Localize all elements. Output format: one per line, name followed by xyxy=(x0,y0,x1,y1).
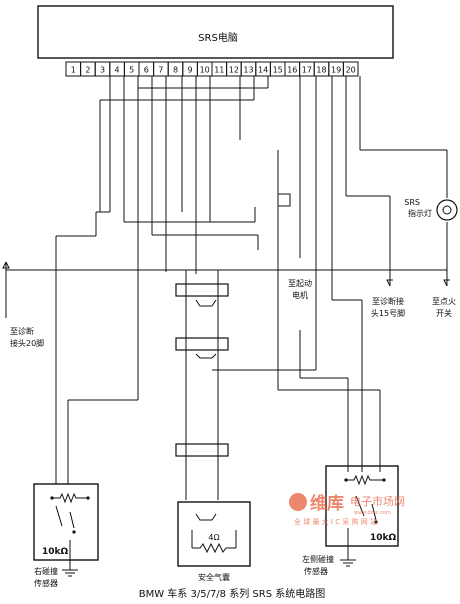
ecu-pin-10: 10 xyxy=(196,61,213,77)
connector-arrows xyxy=(2,261,450,287)
airbag-name: 安全气囊 xyxy=(198,572,230,582)
airbag-resistance: 4Ω xyxy=(208,533,219,542)
ignition-label-2: 开关 xyxy=(436,308,452,318)
ecu-pin-label: 19 xyxy=(331,66,341,75)
ecu-pin-7: 7 xyxy=(153,61,169,77)
ecu-pin-label: 5 xyxy=(129,66,134,75)
ecu-pin-label: 2 xyxy=(85,66,90,75)
ecu-pin-17: 17 xyxy=(299,61,315,77)
marker-square xyxy=(277,193,291,207)
ecu-pin-6: 6 xyxy=(138,61,155,77)
srs-lamp-label-1: SRS xyxy=(404,198,420,207)
airbag-module: 4Ω 安全气囊 xyxy=(177,501,251,582)
ecu-pin-label: 18 xyxy=(316,66,326,75)
ecu-pin-label: 1 xyxy=(71,66,76,75)
ecu-pin-label: 14 xyxy=(258,66,268,75)
right-sensor-label-1: 右碰撞 xyxy=(34,566,58,576)
ecu-pin-1: 1 xyxy=(65,61,82,77)
ecu-pin-3: 3 xyxy=(94,61,111,77)
diag15-label-1: 至诊断接 xyxy=(372,296,404,306)
ecu-pin-8: 8 xyxy=(167,61,184,77)
diag15-label-2: 头15号脚 xyxy=(371,308,405,318)
watermark-line1: 电子市场网 xyxy=(350,494,405,508)
right-sensor-label-2: 传感器 xyxy=(34,578,58,588)
ecu-pin-label: 16 xyxy=(287,66,297,75)
ecu-pin-label: 12 xyxy=(229,66,239,75)
lamp-icon xyxy=(436,199,458,221)
ecu-pin-14: 14 xyxy=(255,61,271,77)
watermark: 维库 电子市场网 www.dzsc.com 全 球 最 大 I C 采 购 网 … xyxy=(289,493,405,526)
ecu-pin-5: 5 xyxy=(123,61,140,77)
watermark-line2: 全 球 最 大 I C 采 购 网 站 xyxy=(294,517,377,526)
ecu-pin-label: 10 xyxy=(200,66,210,75)
left-sensor-resistance: 10kΩ xyxy=(370,533,397,543)
ecu-pin-15: 15 xyxy=(269,61,286,77)
srs-lamp-label-2: 指示灯 xyxy=(408,208,432,218)
srs-indicator-lamp: SRS 指示灯 xyxy=(404,198,458,221)
diag20-label-1: 至诊断 xyxy=(10,326,34,336)
starter-label-1: 至起动 xyxy=(288,278,312,288)
ecu-pin-label: 20 xyxy=(346,66,356,75)
watermark-logo-icon xyxy=(289,493,307,511)
left-sensor-label-2: 传感器 xyxy=(304,566,328,576)
airbag-resistor-icon xyxy=(192,542,236,554)
diag20-label-2: 接头20脚 xyxy=(10,338,44,348)
right-sensor-resistance: 10kΩ xyxy=(42,547,69,557)
ecu-pin-label: 13 xyxy=(243,66,253,75)
wiring xyxy=(5,76,448,500)
ecu-pin-label: 15 xyxy=(273,66,283,75)
starter-label-2: 电机 xyxy=(292,290,308,300)
ecu-pin-13: 13 xyxy=(240,61,257,77)
ecu-pin-label: 17 xyxy=(302,66,312,75)
ecu-pin-label: 9 xyxy=(188,66,193,75)
ecu-pin-label: 7 xyxy=(158,66,163,75)
ecu-pin-12: 12 xyxy=(226,61,242,77)
ecu-pin-label: 3 xyxy=(100,66,105,75)
ecu-pin-19: 19 xyxy=(328,61,344,77)
right-crash-sensor: 10kΩ 右碰撞 传感器 xyxy=(33,483,99,588)
ecu-pin-label: 11 xyxy=(214,66,224,75)
ecu-pin-label: 4 xyxy=(115,66,120,75)
left-crash-sensor: 10kΩ 左侧碰撞 传感器 xyxy=(302,465,399,576)
figure-caption: BMW 车系 3/5/7/8 系列 SRS 系统电路图 xyxy=(139,587,325,600)
ecu-pin-16: 16 xyxy=(284,61,301,77)
ecu-pin-18: 18 xyxy=(313,61,330,77)
ecu-title: SRS电脑 xyxy=(198,31,238,44)
ecu-pin-2: 2 xyxy=(80,61,96,77)
ecu-pin-11: 11 xyxy=(211,61,228,77)
ecu-pin-20: 20 xyxy=(342,61,359,77)
ecu-pin-label: 6 xyxy=(144,66,149,75)
ground-icon xyxy=(340,559,356,567)
ecu-pin-4: 4 xyxy=(109,61,125,77)
watermark-url: www.dzsc.com xyxy=(354,510,391,516)
left-sensor-label-1: 左侧碰撞 xyxy=(302,554,334,564)
watermark-brand: 维库 xyxy=(310,493,344,514)
ignition-label-1: 至点火 xyxy=(432,297,456,306)
ecu-pin-label: 8 xyxy=(173,66,178,75)
ecu-pin-9: 9 xyxy=(182,61,198,77)
ground-icon xyxy=(62,569,78,577)
airbag-connectors xyxy=(175,283,229,457)
